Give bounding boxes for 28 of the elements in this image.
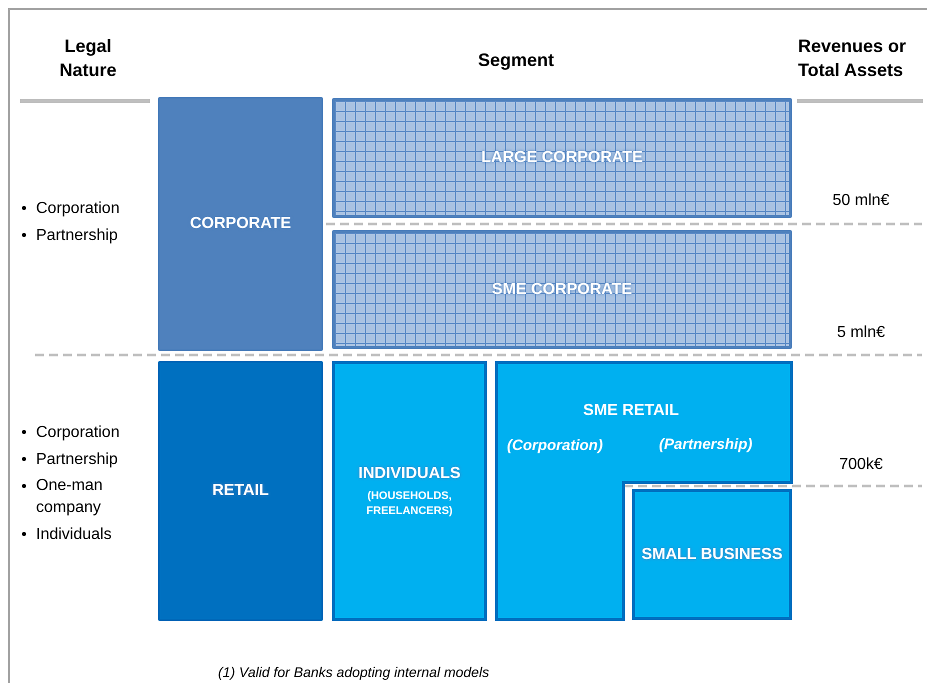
bullet-item: Partnership [36,450,119,470]
segment-box [158,361,323,621]
segment-title: SME RETAIL [582,401,680,421]
bullet-item: Partnership [36,226,119,246]
threshold-value: 700k€ [838,455,884,475]
bullet-item: Individuals [36,525,113,545]
segment-subtitle: (HOUSEHOLDS, FREELANCERS) [365,489,454,519]
l-shaped-segment-box [495,361,793,621]
bullet-item: One-man company [36,476,104,518]
bullet-item: Corporation [36,423,121,443]
footnote: (1) Valid for Banks adopting internal models [218,663,490,682]
column-header: Legal Nature [58,35,118,82]
legal-form-label: (Partnership) [659,435,752,455]
threshold-value: 5 mln€ [836,323,886,343]
segment-box [332,230,792,349]
legal-form-label: (Corporation) [507,436,603,456]
bullet-item: Corporation [36,199,121,219]
threshold-value: 50 mln€ [832,191,890,211]
segment-box [632,489,792,620]
column-header: Revenues or Total Assets [798,35,908,82]
segment-title: INDIVIDUALS [358,464,461,484]
segment-title: SMALL BUSINESS [641,544,783,564]
segment-title: RETAIL [212,481,269,501]
column-header: Segment [476,49,556,72]
segment-box [332,98,792,218]
segment-box [158,97,323,351]
segment-title: CORPORATE [190,214,292,234]
segment-box [332,361,487,621]
